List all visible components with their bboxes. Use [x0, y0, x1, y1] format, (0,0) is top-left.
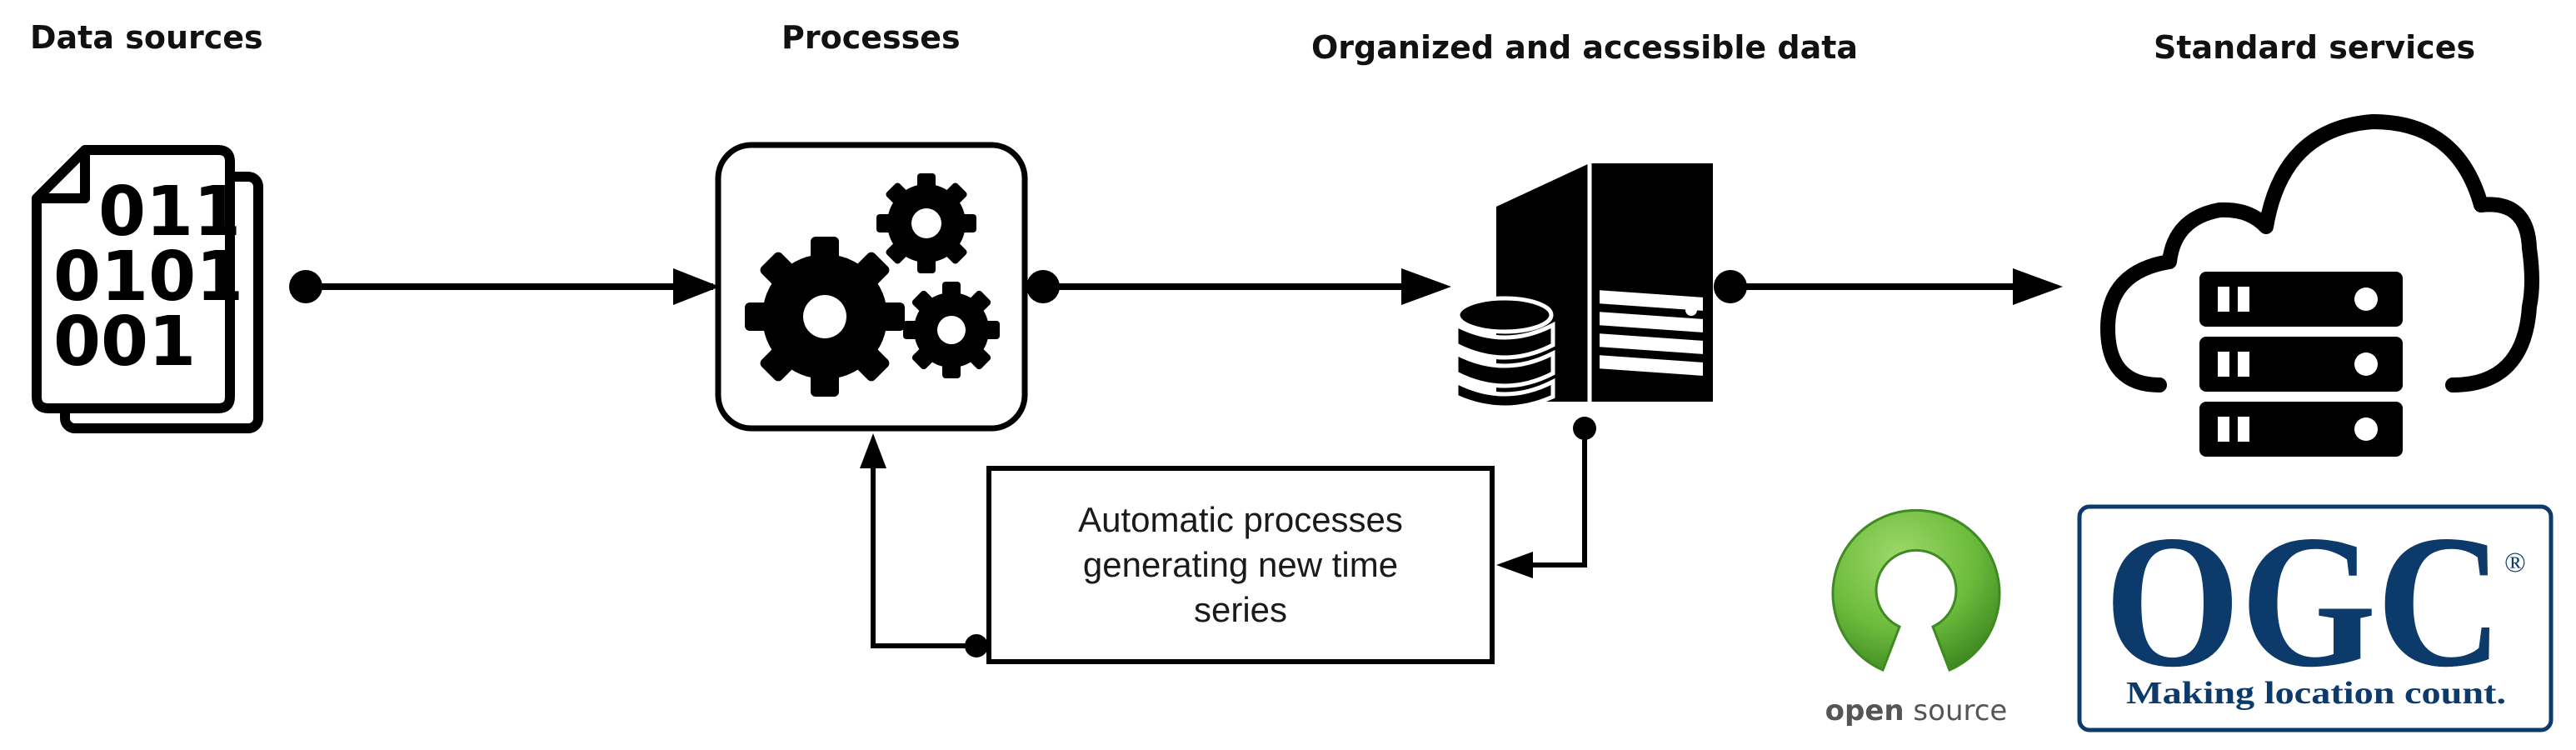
ogc-letters: OGC — [2104, 497, 2503, 707]
ogc-registered-mark: ® — [2504, 548, 2526, 578]
automatic-box-line-1: Automatic processes — [1078, 500, 1403, 539]
open-source-bold-text: open — [1825, 694, 1905, 728]
automatic-box-line-3: series — [1194, 590, 1287, 629]
header-organized-data: Organized and accessible data — [1311, 29, 1858, 66]
gears-icon — [715, 142, 1028, 432]
arrow-data-to-automatic-box — [1525, 428, 1587, 568]
header-standard-services: Standard services — [2154, 29, 2475, 66]
open-source-text: open source — [1825, 694, 2008, 728]
header-data-sources: Data sources — [30, 19, 263, 56]
arrowhead-processes — [673, 268, 720, 305]
ogc-logo: OGC ® Making location count. — [2077, 497, 2554, 732]
arrowhead-services — [2013, 268, 2063, 305]
binary-file-icon: 011 0101 001 — [32, 145, 263, 433]
cloud-server-icon — [2100, 114, 2539, 457]
binary-line-3: 001 — [53, 302, 196, 382]
automatic-box-line-2: generating new time — [1083, 545, 1398, 584]
arrow-automatic-box-to-processes — [871, 467, 976, 648]
header-processes: Processes — [781, 19, 961, 56]
arrowhead-processes-feedback — [860, 433, 886, 468]
ogc-tagline: Making location count. — [2126, 676, 2506, 711]
open-source-logo: open source — [1825, 508, 2008, 728]
arrowhead-data — [1401, 268, 1451, 305]
open-source-rest-text: source — [1905, 694, 2008, 728]
arrowhead-automatic-box — [1496, 552, 1533, 578]
binary-line-2: 0101 — [53, 238, 243, 317]
server-database-icon — [1454, 163, 1713, 410]
binary-line-1: 011 — [98, 172, 241, 252]
automatic-processes-box — [986, 466, 1495, 664]
